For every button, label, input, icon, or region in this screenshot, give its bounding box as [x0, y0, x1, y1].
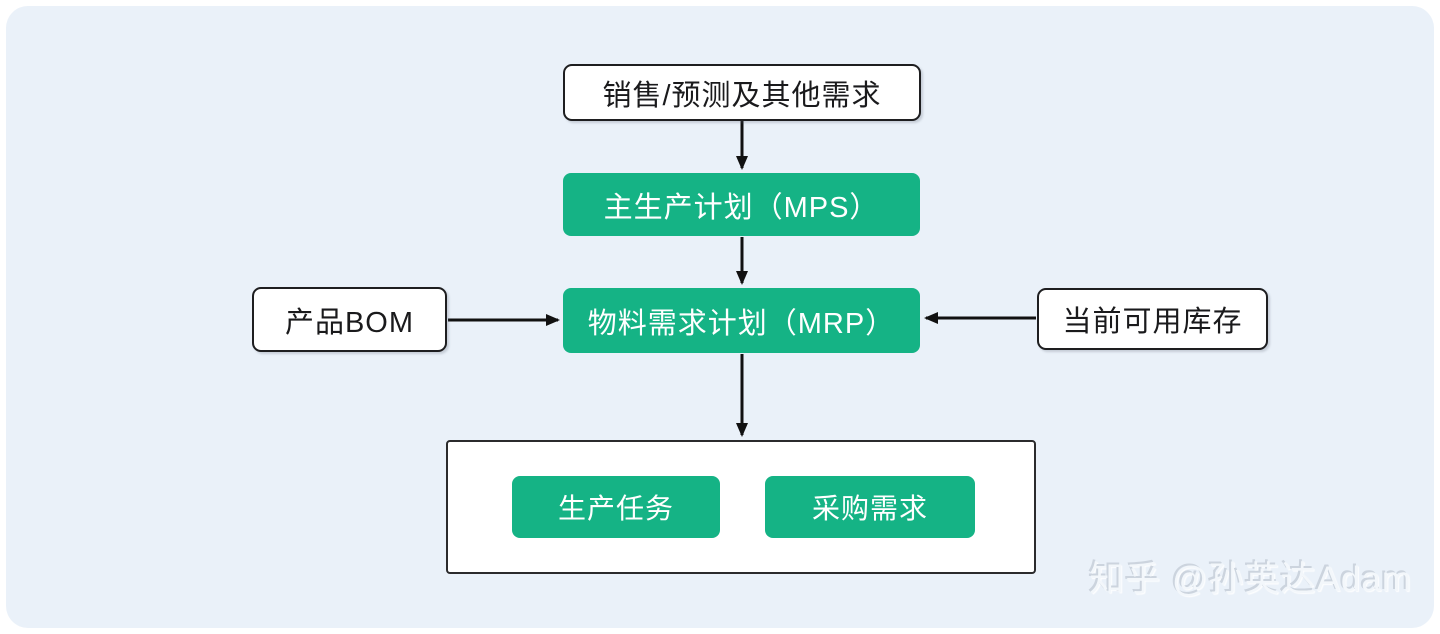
box-purchase-demand: 采购需求: [765, 476, 975, 538]
box-product-bom: 产品BOM: [252, 287, 447, 352]
box-production-task: 生产任务: [512, 476, 720, 538]
box-sales-forecast-demand: 销售/预测及其他需求: [563, 64, 921, 121]
box-master-production-schedule: 主生产计划（MPS）: [563, 173, 920, 236]
zhihu-watermark: 知乎 @孙英达Adam: [1089, 560, 1412, 599]
box-material-requirements-planning: 物料需求计划（MRP）: [563, 288, 920, 353]
box-available-inventory: 当前可用库存: [1037, 288, 1268, 350]
